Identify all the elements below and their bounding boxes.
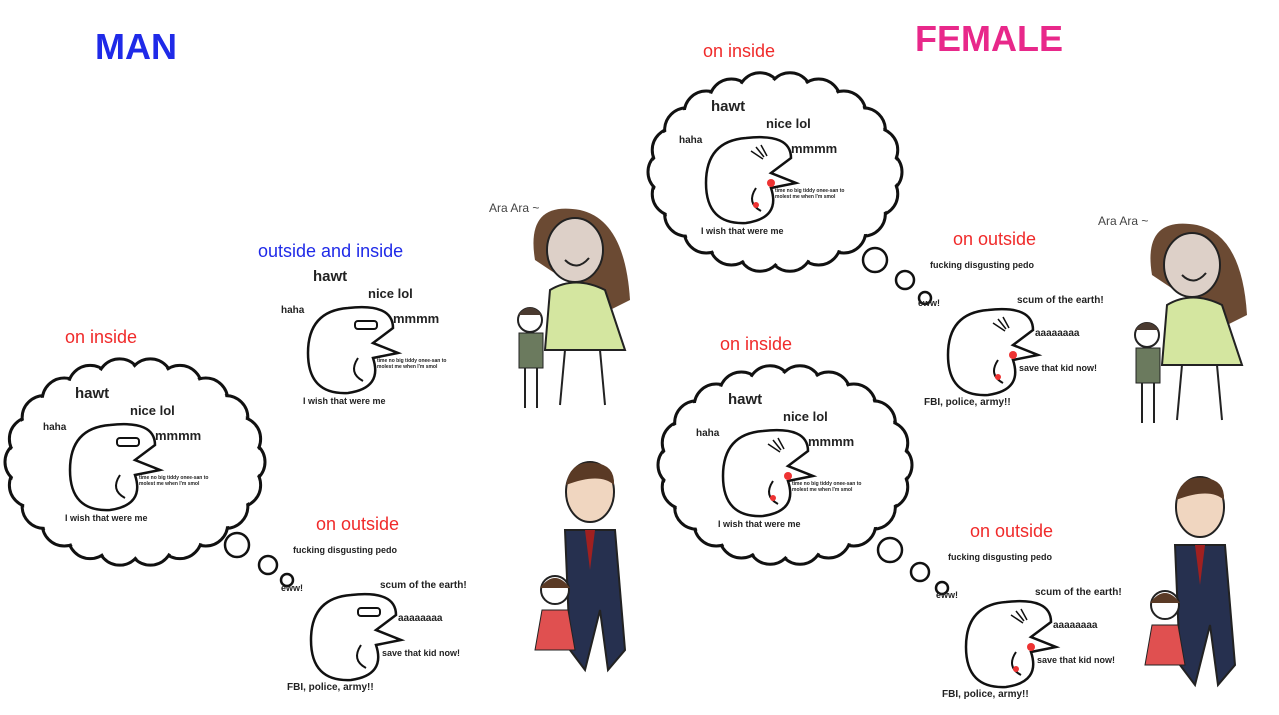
thought-nice: nice lol [783,409,828,424]
speech-ara-2: Ara Ara ~ [1098,214,1149,228]
thought-hawt: hawt [728,391,763,408]
thought-wish: I wish that were me [718,519,801,529]
thought-wish: I wish that were me [303,396,386,406]
saying-scum: scum of the earth! [380,580,467,591]
face-icon [946,307,1043,397]
saying-eww: eww! [281,583,304,593]
header-female: FEMALE [915,18,1063,59]
thought-nice: nice lol [130,403,175,418]
thought-wish: I wish that were me [65,513,148,523]
saying-aaaa: aaaaaaaa [398,613,443,624]
title-female-outside-1: on outside [953,229,1037,249]
inside-panel: hawt nice lol haha mmmm time no big tiddy on… [676,98,886,258]
thought-mmmm: mmmm [155,428,202,443]
title-female-inside-1: on inside [703,41,776,61]
thought-hawt: hawt [313,268,348,285]
thought-mmmm: mmmm [808,434,855,449]
thought-small: time no big tiddy onee-san to molest me … [139,475,209,487]
title-female-inside-2: on inside [720,334,793,354]
saying-aaaa: aaaaaaaa [1053,620,1098,631]
saying-aaaa: aaaaaaaa [1035,328,1080,339]
inside-panel: hawt nice lol haha mmmm time no big tiddy on… [693,391,903,551]
saying-scum: scum of the earth! [1035,587,1122,598]
face-icon [306,305,403,395]
saying-fuck: fucking disgusting pedo [293,545,397,555]
face-icon [704,135,801,225]
saying-fbi: FBI, police, army!! [924,397,1011,408]
thought-nice: nice lol [368,286,413,301]
saying-scum: scum of the earth! [1017,295,1104,306]
saying-eww: eww! [936,590,959,600]
speech-ara-1: Ara Ara ~ [489,201,540,215]
thought-mmmm: mmmm [791,141,838,156]
face-icon [68,422,165,512]
saying-fuck: fucking disgusting pedo [948,552,1052,562]
face-icon [964,599,1061,689]
woman-with-boy-1 [517,208,630,408]
thought-haha: haha [43,422,67,433]
inside-panel: hawt nice lol haha mmmm time no big tiddy on… [40,385,250,545]
thought-small: time no big tiddy onee-san to molest me … [792,481,862,493]
thought-haha: haha [679,135,703,146]
title-man-inside: on inside [65,327,138,347]
saying-fbi: FBI, police, army!! [942,689,1029,700]
thought-small: time no big tiddy onee-san to molest me … [775,188,845,200]
thought-hawt: hawt [711,98,746,115]
thought-nice: nice lol [766,116,811,131]
thought-wish: I wish that were me [701,226,784,236]
saying-eww: eww! [918,298,941,308]
face-icon [309,592,406,682]
title-man-outside: on outside [316,514,400,534]
thought-haha: haha [696,428,720,439]
inside-panel: hawt nice lol haha mmmm time no big tiddy on… [278,268,488,428]
header-man: MAN [95,26,177,67]
outside-panel: fucking disgusting pedo eww! scum of the e… [918,260,1128,420]
saying-fbi: FBI, police, army!! [287,682,374,693]
thought-small: time no big tiddy onee-san to molest me … [377,358,447,370]
thought-hawt: hawt [75,385,110,402]
face-icon [721,428,818,518]
saying-save: save that kid now! [382,648,461,658]
man-with-girl-2 [1144,476,1237,688]
thought-mmmm: mmmm [393,311,440,326]
saying-save: save that kid now! [1019,363,1098,373]
outside-panel: fucking disgusting pedo eww! scum of the e… [281,545,491,705]
saying-save: save that kid now! [1037,655,1116,665]
thought-haha: haha [281,305,305,316]
title-female-outside-2: on outside [970,521,1054,541]
outside-panel: fucking disgusting pedo eww! scum of the e… [936,552,1146,712]
woman-with-boy-2 [1134,223,1247,423]
man-with-girl-1 [534,461,627,673]
saying-fuck: fucking disgusting pedo [930,260,1034,270]
title-man-both: outside and inside [258,241,404,261]
